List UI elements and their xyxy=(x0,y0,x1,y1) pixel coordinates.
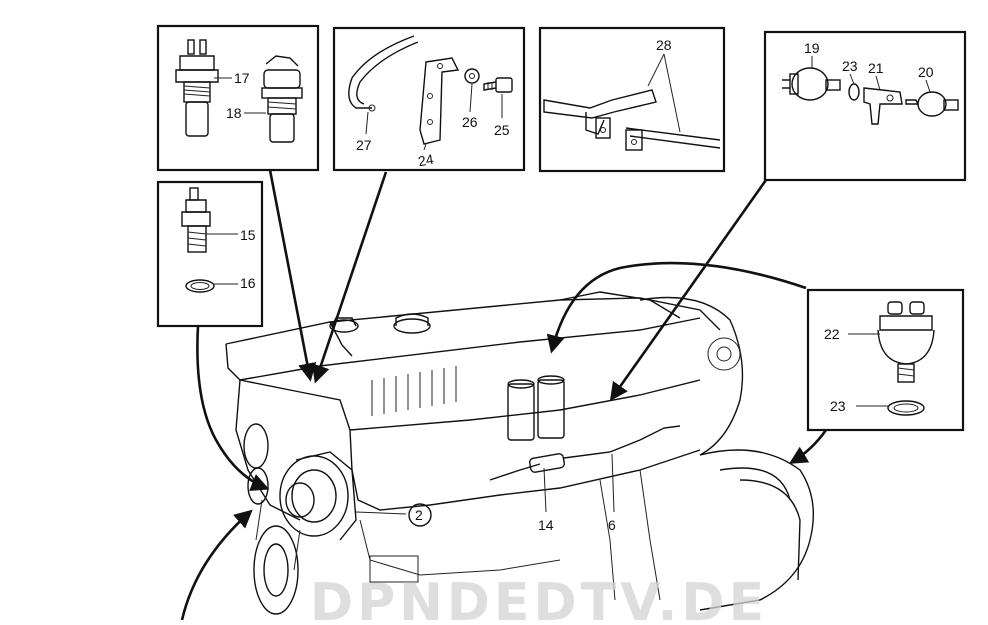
pressure-sender-icon xyxy=(782,67,841,101)
washer-icon xyxy=(464,68,480,84)
callout-2-circle xyxy=(408,503,432,527)
pressure-switch-icon xyxy=(905,91,959,117)
water-pump xyxy=(279,451,357,541)
oil-pressure-sender-icon xyxy=(877,301,935,383)
pointer-arrows xyxy=(180,169,828,621)
label-23: 23 xyxy=(842,58,858,74)
inset-temp-sensor: 15 16 xyxy=(156,180,264,328)
temperature-sensor-icon xyxy=(181,187,211,253)
crankshaft-pulley xyxy=(253,499,301,615)
pipe-clip-icon xyxy=(543,89,721,151)
bracket-plate-icon xyxy=(419,57,460,145)
label-22: 22 xyxy=(824,326,840,342)
temperature-switch-icon xyxy=(175,39,219,137)
inset-pressure-assembly: 19 23 21 20 xyxy=(763,30,967,182)
inset-oil-pressure-sender: 22 23 xyxy=(806,288,965,432)
label-23b: 23 xyxy=(830,398,846,414)
label-27: 27 xyxy=(356,137,372,153)
label-20: 20 xyxy=(918,64,934,80)
temperature-sender-icon xyxy=(261,55,303,143)
label-18: 18 xyxy=(226,105,242,121)
inset-bracket: 27 24 26 25 xyxy=(332,26,526,172)
label-6: 6 xyxy=(608,517,616,533)
inset-pipes: 28 xyxy=(538,26,726,173)
label-21: 21 xyxy=(868,60,884,76)
label-25: 25 xyxy=(494,122,510,138)
label-2: 2 xyxy=(415,507,423,523)
label-19: 19 xyxy=(804,40,820,56)
label-17: 17 xyxy=(234,70,250,86)
label-28: 28 xyxy=(656,37,672,53)
sealing-ring-icon xyxy=(887,400,925,416)
label-24: 24 xyxy=(417,151,435,169)
engine-illustration xyxy=(225,291,815,615)
label-16: 16 xyxy=(240,275,256,291)
bolt-icon xyxy=(483,77,513,93)
hose-clip-icon xyxy=(348,35,419,112)
inset-temp-switches: 17 18 xyxy=(156,24,320,172)
label-26: 26 xyxy=(462,114,478,130)
watermark: DPNDEDTV.DE xyxy=(310,573,768,625)
label-14: 14 xyxy=(538,517,554,533)
tee-connector-icon xyxy=(863,87,903,125)
sealing-ring-icon xyxy=(185,279,215,293)
fuel-filter xyxy=(507,375,565,441)
engine-callouts: 2 14 6 xyxy=(355,453,616,533)
label-15: 15 xyxy=(240,227,256,243)
